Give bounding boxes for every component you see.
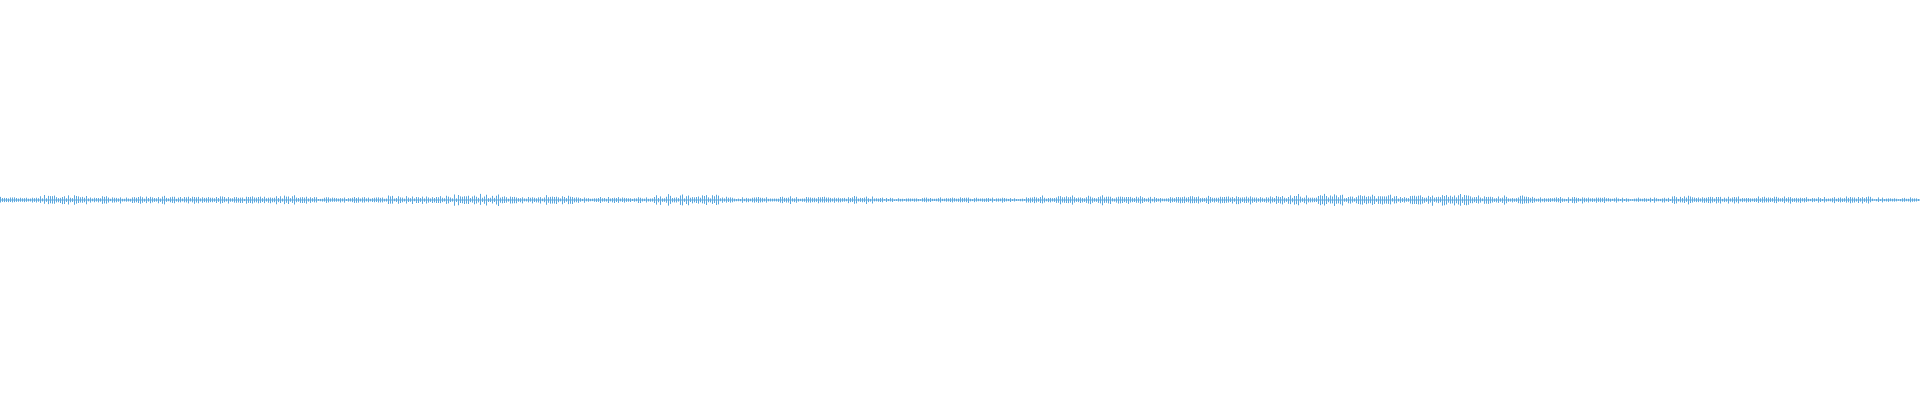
waveform-bars [0, 193, 1919, 207]
waveform-trace [0, 193, 1919, 207]
